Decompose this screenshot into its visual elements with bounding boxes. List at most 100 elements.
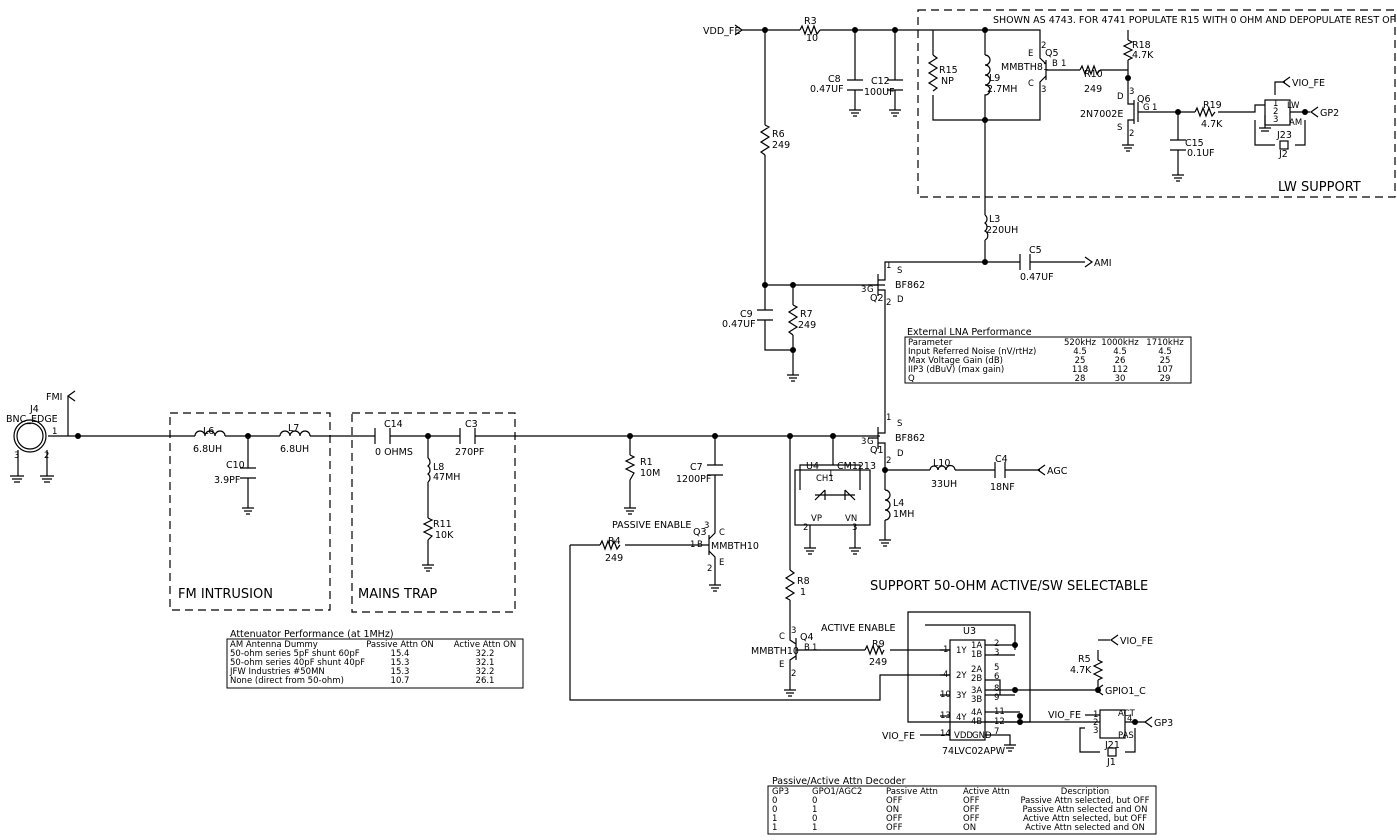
j21-pin3: 3: [1093, 726, 1098, 736]
u4-vp: VP: [811, 514, 822, 524]
q4-type: MMBTH10: [751, 646, 799, 657]
u4-pin1: 1: [828, 469, 833, 479]
c5-val: 0.47UF: [1020, 272, 1054, 283]
atten-table-header-cell: Passive Attn ON: [366, 640, 434, 650]
c14-symbol: [374, 428, 391, 444]
decoder-table-cell: 0: [812, 814, 817, 824]
j21-ref: J21: [1104, 740, 1120, 751]
atten-table-cell: 32.2: [476, 649, 495, 659]
c7-val: 1200PF: [676, 474, 711, 485]
r6-ref: R6: [772, 129, 785, 140]
q4-c: C: [779, 632, 785, 642]
r15-val: NP: [941, 76, 954, 87]
u3-gate-1y: 1Y: [956, 646, 967, 656]
decoder-table-cell: 1: [812, 805, 817, 815]
q3-pin3: 3: [704, 521, 709, 531]
c8-symbol: [847, 79, 863, 91]
lna-table-cell: 25: [1075, 356, 1086, 366]
q6-g: G: [1143, 103, 1150, 113]
decoder-table-cell: Active Attn selected and ON: [1025, 823, 1145, 833]
transistor-symbols: [700, 45, 1145, 665]
r7-ref: R7: [800, 309, 813, 320]
l6-ref: L6: [203, 426, 214, 437]
q6-pin1: 1: [1152, 103, 1157, 113]
u3-gate-3b: 3B: [971, 695, 982, 705]
q1-pin1: 1: [886, 413, 891, 423]
c9-val: 0.47UF: [722, 319, 756, 330]
mains-trap-label: MAINS TRAP: [358, 587, 437, 602]
j4-ref: J4: [29, 404, 39, 415]
decoder-table-cell: Passive Attn selected and ON: [1023, 805, 1148, 815]
j21-pin4: 4: [1127, 714, 1132, 724]
u3-74lvc02-symbol: [940, 639, 986, 741]
j4-type: BNC_EDGE: [6, 414, 58, 425]
q1-ref: Q1: [870, 445, 884, 456]
q5-pin1: 1: [1061, 59, 1066, 69]
q1-d: D: [897, 449, 904, 459]
net-fmi: FMI: [46, 392, 62, 403]
q6-type: 2N7002E: [1080, 109, 1123, 120]
r1-val: 10M: [640, 468, 660, 479]
atten-table-cell: None (direct from 50-ohm): [230, 676, 344, 686]
q6-s: S: [1117, 123, 1122, 133]
l8-ref: L8: [433, 462, 444, 473]
u3-pin4: 4: [943, 670, 948, 680]
u3-gate-2y: 2Y: [956, 671, 967, 681]
q2-pin2: 2: [886, 298, 891, 308]
q1-type: BF862: [895, 433, 925, 444]
decoder-table-header-cell: GP3: [772, 787, 789, 797]
net-vio-fe-r5: VIO_FE: [1120, 636, 1153, 647]
r9-symbol: [864, 644, 885, 656]
r3-val: 10: [806, 33, 818, 44]
u3-pin6: 6: [994, 672, 999, 682]
lna-table-cell: 30: [1115, 374, 1126, 384]
j4-pin1: 1: [52, 427, 57, 437]
c15-val: 0.1UF: [1187, 148, 1215, 159]
r8-val: 1: [800, 587, 806, 598]
r1-ref: R1: [640, 457, 653, 468]
l3-symbol: [983, 214, 989, 241]
l8-val: 47MH: [433, 472, 460, 483]
atten-table-cell: 32.2: [476, 667, 495, 677]
c12-symbol: [887, 79, 903, 91]
l9-symbol: [984, 54, 991, 100]
c5-ref: C5: [1029, 245, 1042, 256]
c3-ref: C3: [465, 419, 478, 430]
r10-symbol: [1079, 64, 1101, 76]
lw-note: SHOWN AS 4743. FOR 4741 POPULATE R15 WIT…: [993, 15, 1397, 26]
j23-pin3: 3: [1273, 115, 1278, 125]
c8-val: 0.47UF: [810, 84, 844, 95]
r1-symbol: [624, 454, 636, 481]
decoder-table-cell: OFF: [886, 814, 903, 824]
r9-val: 249: [869, 657, 887, 668]
l10-ref: L10: [933, 458, 950, 469]
lna-table-cell: 118: [1072, 365, 1088, 375]
l4-symbol: [884, 489, 891, 521]
r6-symbol: [759, 124, 771, 156]
net-vio-fe-u3: VIO_FE: [882, 731, 915, 742]
lna-table-cell: IIP3 (dBuV) (max gain): [908, 365, 1004, 375]
decoder-table-cell: OFF: [963, 814, 980, 824]
fm-intrusion-box: FM INTRUSION: [169, 412, 331, 611]
capacitor-symbols: [240, 79, 1186, 479]
q2-type: BF862: [895, 280, 925, 291]
c15-ref: C15: [1185, 138, 1204, 149]
net-labels: VDD_FE AMI AGC FMI VIO_FE GP2 VIO_FE GPI…: [46, 26, 1339, 742]
c10-val: 3.9PF: [214, 475, 240, 486]
decoder-table-header-cell: Active Attn: [963, 787, 1010, 797]
lna-table-cell: 25: [1160, 356, 1171, 366]
r7-symbol: [787, 304, 799, 336]
u3-pin11: 11: [994, 707, 1005, 717]
q3-c: C: [719, 528, 725, 538]
u4-pin2: 2: [803, 523, 808, 533]
lw-support-label: LW SUPPORT: [1278, 180, 1361, 195]
u3-pin10: 10: [940, 690, 951, 700]
u3-pin7: 7: [994, 727, 999, 737]
lw-support-box: SHOWN AS 4743. FOR 4741 POPULATE R15 WIT…: [917, 9, 1397, 198]
q1-g: G: [867, 437, 874, 447]
fm-intrusion-label: FM INTRUSION: [178, 587, 273, 602]
decoder-table-title: Passive/Active Attn Decoder: [772, 776, 906, 787]
atten-table-cell: 10.7: [391, 676, 410, 686]
decoder-table-cell: 0: [812, 796, 817, 806]
net-gpio1-c: GPIO1_C: [1105, 686, 1146, 697]
